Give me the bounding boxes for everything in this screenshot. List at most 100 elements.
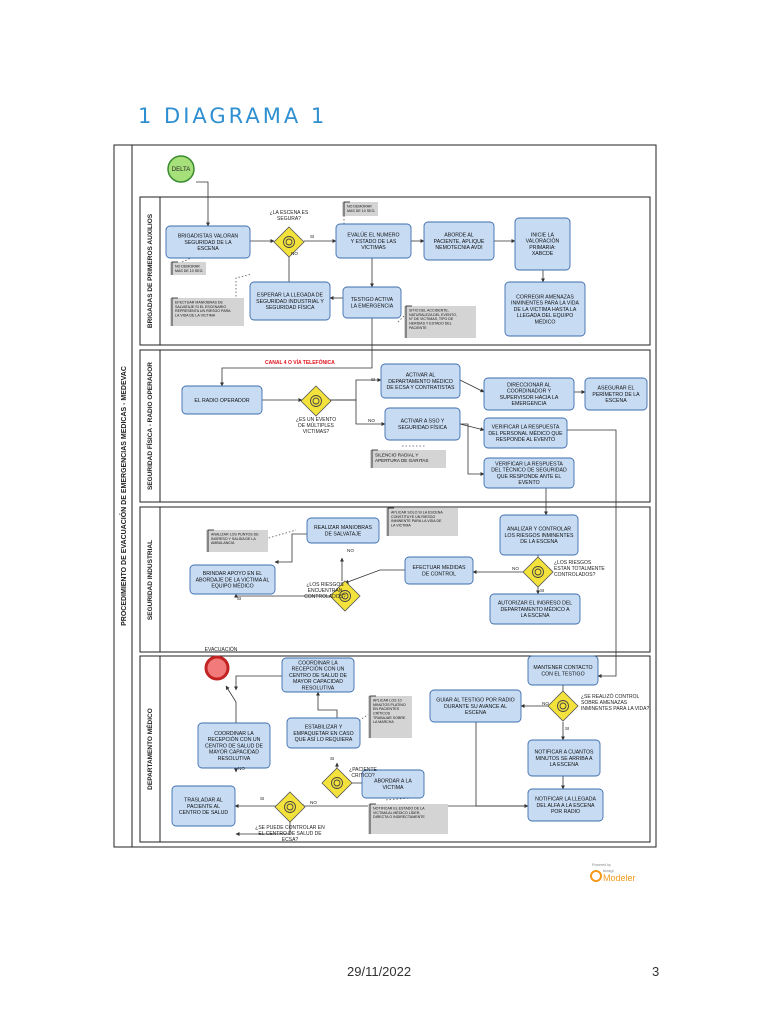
label-line: DIRECCIONAR AL (507, 382, 551, 388)
label-line: Y ESTADO DE LAS (351, 239, 397, 245)
label-line: PRIMARIA: (529, 245, 556, 251)
task-radio-operador[interactable]: EL RADIO OPERADOR (181, 385, 263, 415)
label-line: RECEPCIÓN CON UN (208, 736, 261, 743)
label-line: EMERGENCIA (512, 401, 547, 407)
lane-seguridad-fisica: SEGURIDAD FÍSICA - RADIO OPERADOR (139, 349, 651, 503)
label-line: XABCDE (532, 251, 554, 257)
flow-label-no: NO (310, 800, 317, 805)
label-line: PACIENTE, APLIQUE (434, 239, 485, 245)
label-line: DEL PERSONAL MÉDICO QUE (488, 430, 563, 437)
label-line: PACIENTE AL (187, 804, 220, 810)
label-line: EN PACIENTES (373, 707, 400, 711)
flow-label-no: NO (512, 566, 519, 571)
label-line: NOTIFICAR LA LLEGADA (535, 797, 596, 803)
label-line: SALVATAJE SI EL ESCENARIO (175, 305, 226, 309)
label-line: HERIDAS Y ESTADO DEL (409, 322, 452, 326)
label-line: SEGURIDAD FÍSICA (265, 304, 315, 311)
label-line: BRIGADISTAS VALORAN (178, 234, 239, 240)
label-line: EL CENTRO DE SALUD DE (258, 831, 322, 837)
label-line: ESTAN TOTALMENTE (554, 566, 605, 572)
end-event-evacuacion[interactable]: EVACUACIÓN (204, 646, 238, 681)
flow-label-si: SI (310, 234, 314, 239)
label-line: CONSTITUYE UN RIESGO (391, 515, 436, 519)
label-line: DE MÚLTIPLES (298, 422, 334, 429)
flow-labels: SI NO SI NO NO SI NO SI NO SI SI NO SI N… (237, 234, 569, 805)
label-line: DE CONTROL (422, 571, 456, 577)
label-line: ESCENA (197, 246, 219, 252)
label-line: N° DE VICTIMAS, TIPO DE (409, 317, 454, 321)
label-line: ¿LOS RIESGOS (306, 582, 344, 588)
label-line: INGRESO Y SALIDA DE LA (211, 537, 256, 541)
label-line: LA MARCHA (373, 720, 394, 724)
label-line: NEMOTECNIA AVDI (435, 245, 482, 251)
label-line: ESCENA (465, 710, 487, 716)
label-line: ACTIVAR A SSO Y (401, 419, 445, 425)
label-line: ¿SE REALIZÓ CONTROL (581, 693, 640, 700)
lane-label: SEGURIDAD FÍSICA - RADIO OPERADOR (145, 362, 154, 490)
label-line: ABORDE AL (444, 233, 474, 239)
label-line: DURANTE SU AVANCE AL (444, 704, 507, 710)
label-line: MAYOR CAPACIDAD (209, 750, 259, 756)
flow-label-no: NO (238, 766, 245, 771)
label-line: AUTORIZAR EL INGRESO DEL (498, 601, 572, 607)
label-line: VICTIMAS (361, 245, 386, 251)
label-line: PACIENTE (409, 326, 427, 330)
label-line: COORDINAR LA (214, 731, 254, 737)
label-line: REALIZAR MANIOBRAS (314, 525, 372, 531)
start-event-delta[interactable]: DELTA (167, 155, 195, 183)
label-line: EFECTUAR MANIOBRAS DE (175, 301, 224, 305)
